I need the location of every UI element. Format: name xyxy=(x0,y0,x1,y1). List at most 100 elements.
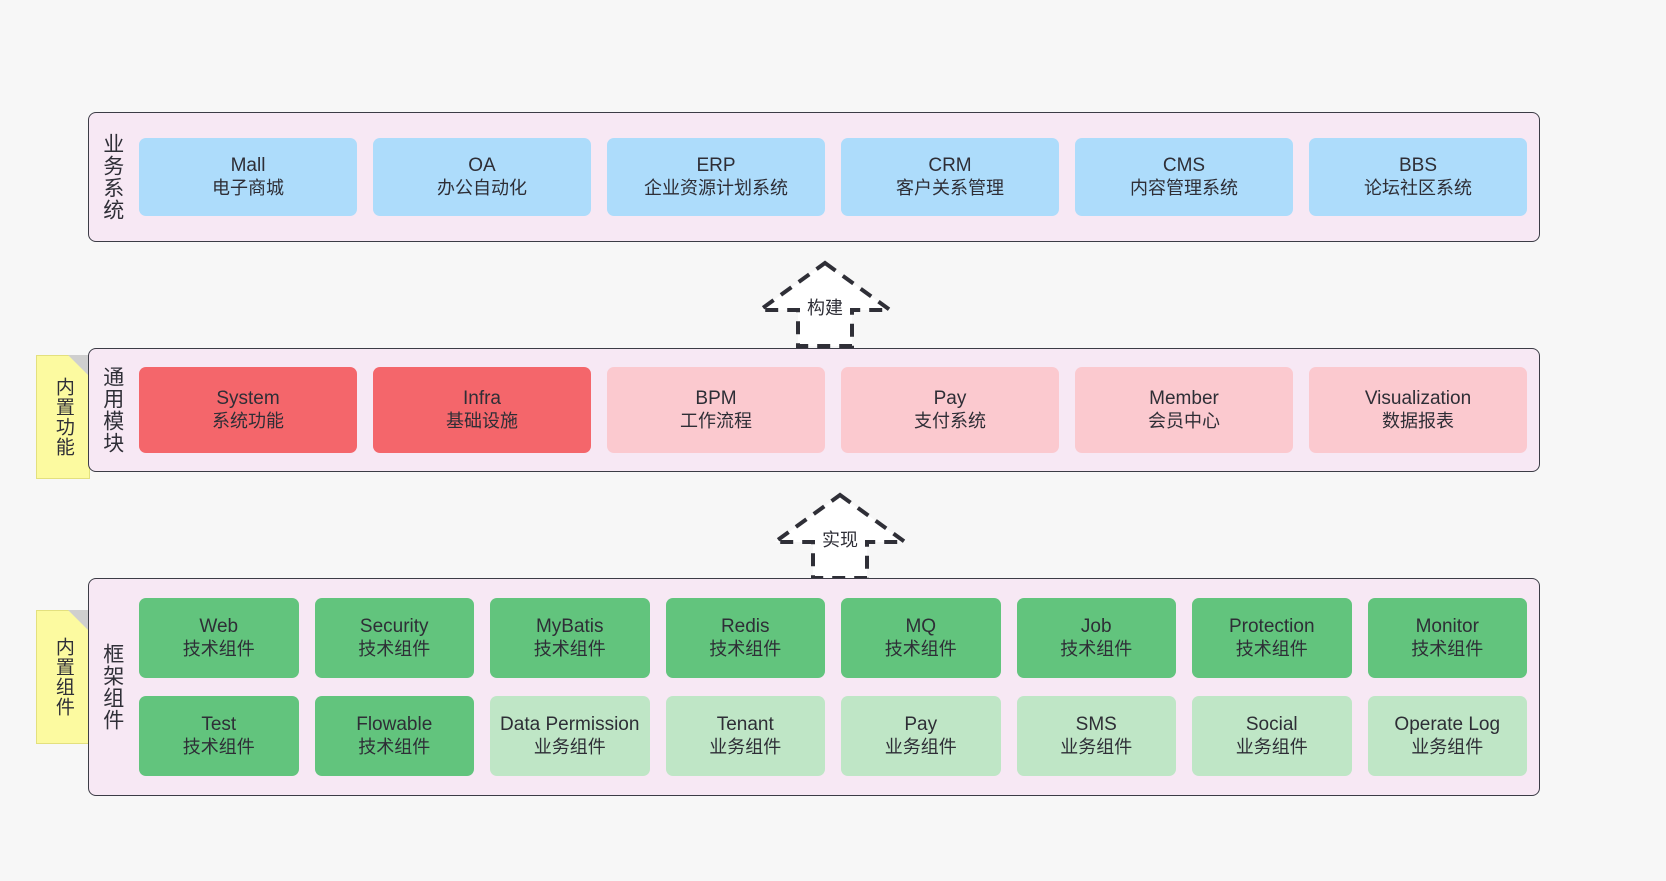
node-subtitle: 技术组件 xyxy=(1411,638,1484,659)
node-subtitle: 数据报表 xyxy=(1382,410,1454,431)
node-subtitle: 技术组件 xyxy=(1235,638,1308,659)
node-subtitle: 电子商城 xyxy=(212,177,284,198)
node-subtitle: 客户关系管理 xyxy=(896,177,1004,198)
node-title: Protection xyxy=(1228,616,1315,638)
node-title: BBS xyxy=(1398,155,1438,177)
node-subtitle: 论坛社区系统 xyxy=(1364,177,1472,198)
node-title: CMS xyxy=(1162,155,1206,177)
node-title: CRM xyxy=(928,155,972,177)
node-subtitle: 系统功能 xyxy=(212,410,284,431)
sticky-note-builtin-features: 内置功能 xyxy=(36,355,90,479)
node-subtitle: 技术组件 xyxy=(1060,638,1133,659)
node-subtitle: 支付系统 xyxy=(914,410,986,431)
node-subtitle: 会员中心 xyxy=(1148,410,1220,431)
node-title: Social xyxy=(1245,714,1298,736)
node-title: Visualization xyxy=(1364,388,1472,410)
layer-business-systems-label: 业务系统 xyxy=(100,133,124,221)
node-subtitle: 技术组件 xyxy=(884,638,957,659)
node-title: Member xyxy=(1149,388,1219,410)
node-subtitle: 技术组件 xyxy=(182,638,255,659)
build-arrow-icon xyxy=(753,260,897,348)
node-title: Tenant xyxy=(716,714,774,736)
node-subtitle: 业务组件 xyxy=(884,736,957,757)
node-title: Web xyxy=(199,616,239,638)
node-title: Flowable xyxy=(356,714,433,736)
node-subtitle: 技术组件 xyxy=(533,638,606,659)
node-subtitle: 工作流程 xyxy=(680,410,752,431)
node-title: Pay xyxy=(933,388,967,410)
node-subtitle: 技术组件 xyxy=(358,736,431,757)
sticky-note-builtin-components: 内置组件 xyxy=(36,610,90,744)
node-title: ERP xyxy=(696,155,736,177)
node-subtitle: 企业资源计划系统 xyxy=(644,177,788,198)
node-subtitle: 办公自动化 xyxy=(437,177,527,198)
node-title: Monitor xyxy=(1415,616,1479,638)
node-title: Security xyxy=(359,616,429,638)
node-title: Job xyxy=(1080,616,1112,638)
node-title: MyBatis xyxy=(535,616,604,638)
node-title: Redis xyxy=(720,616,770,638)
node-subtitle: 技术组件 xyxy=(358,638,431,659)
node-title: OA xyxy=(468,155,496,177)
node-subtitle: 业务组件 xyxy=(1060,736,1133,757)
connector-build: 构建 xyxy=(753,258,897,350)
node-subtitle: 业务组件 xyxy=(709,736,782,757)
node-subtitle: 业务组件 xyxy=(533,736,606,757)
node-subtitle: 技术组件 xyxy=(182,736,255,757)
node-title: Operate Log xyxy=(1394,714,1501,736)
node-subtitle: 基础设施 xyxy=(446,410,518,431)
node-title: Mall xyxy=(230,155,266,177)
node-title: SMS xyxy=(1075,714,1117,736)
layer-framework-components-label: 框架组件 xyxy=(100,643,124,731)
node-subtitle: 业务组件 xyxy=(1411,736,1484,757)
node-title: BPM xyxy=(695,388,737,410)
node-subtitle: 内容管理系统 xyxy=(1130,177,1238,198)
implement-arrow-icon xyxy=(768,492,912,580)
node-title: Test xyxy=(201,714,237,736)
node-subtitle: 业务组件 xyxy=(1235,736,1308,757)
node-title: System xyxy=(216,388,280,410)
node-title: Data Permission xyxy=(500,714,640,736)
node-title: Infra xyxy=(462,388,502,410)
